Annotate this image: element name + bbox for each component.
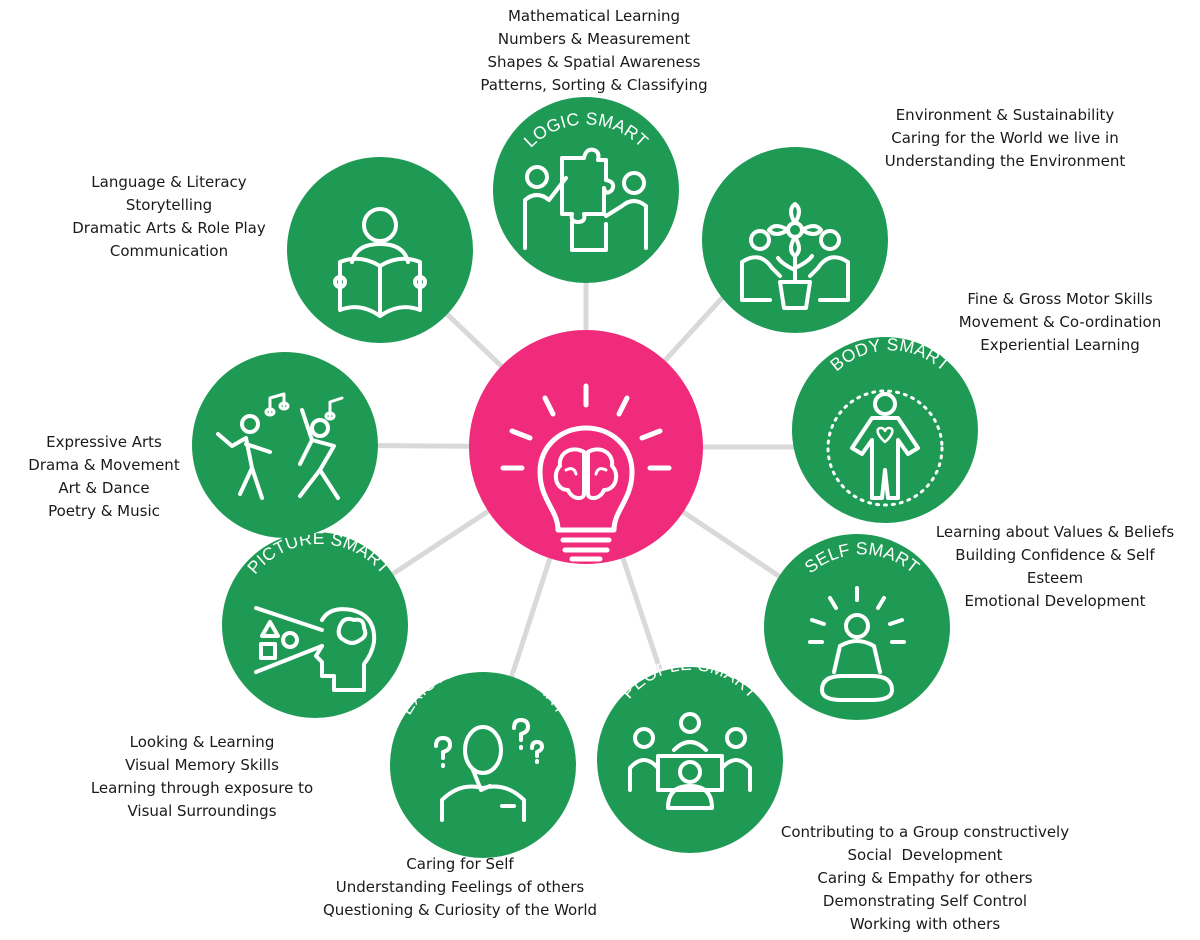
desc-line: Caring for the World we live in <box>891 129 1119 147</box>
desc-line: Esteem <box>1026 569 1084 587</box>
desc-line: Visual Memory Skills <box>125 756 279 774</box>
desc-body: Fine & Gross Motor Skills Movement & Co-… <box>930 288 1190 357</box>
desc-music: Expressive Arts Drama & Movement Art & D… <box>14 431 194 523</box>
desc-line: Understanding Feelings of others <box>335 878 585 896</box>
desc-line: Movement & Co-ordination <box>958 313 1162 331</box>
desc-line: Expressive Arts <box>46 433 162 451</box>
node-music: MUSIC SMART <box>192 318 378 538</box>
desc-line: Poetry & Music <box>48 502 160 520</box>
desc-line: Building Confidence & Self <box>955 546 1155 564</box>
desc-line: Language & Literacy <box>91 173 247 191</box>
node-existential: EXISTENTIAL SMART <box>390 655 576 858</box>
desc-line: Looking & Learning <box>129 733 275 751</box>
node-self: SELF SMART <box>764 534 950 720</box>
desc-line: Communication <box>109 242 229 260</box>
lightbulb-brain-icon <box>500 383 672 562</box>
reading-book-icon <box>333 207 427 318</box>
visual-head-icon <box>254 606 377 692</box>
desc-line: Dramatic Arts & Role Play <box>72 219 266 237</box>
node-circle-word <box>287 157 473 343</box>
node-circle-logic <box>493 97 679 283</box>
desc-line: Environment & Sustainability <box>895 106 1115 124</box>
node-circle-picture <box>222 532 408 718</box>
desc-line: Social Development <box>847 846 1003 864</box>
body-heart-icon <box>826 389 944 507</box>
puzzle-people-icon <box>523 147 648 252</box>
node-circle-existential <box>390 672 576 858</box>
desc-word: Language & Literacy Storytelling Dramati… <box>52 171 286 263</box>
desc-line: Understanding the Environment <box>884 152 1126 170</box>
node-word: WORD SMART <box>287 134 473 343</box>
desc-existential: Caring for Self Understanding Feelings o… <box>300 853 620 922</box>
desc-line: Patterns, Sorting & Classifying <box>480 76 708 94</box>
desc-line: Drama & Movement <box>28 456 180 474</box>
plant-growing-icon <box>740 202 850 310</box>
desc-line: Caring & Empathy for others <box>817 869 1033 887</box>
desc-line: Fine & Gross Motor Skills <box>967 290 1153 308</box>
desc-line: Questioning & Curiosity of the World <box>322 901 598 919</box>
desc-line: Mathematical Learning <box>507 7 681 25</box>
dancing-music-icon <box>216 392 344 500</box>
desc-picture: Looking & Learning Visual Memory Skills … <box>68 731 336 823</box>
group-meeting-icon <box>628 712 752 810</box>
desc-line: Contributing to a Group constructively <box>780 823 1070 841</box>
desc-line: Working with others <box>849 915 1001 933</box>
desc-line: Experiential Learning <box>980 336 1140 354</box>
node-picture: PICTURE SMART <box>222 528 408 718</box>
desc-people: Contributing to a Group constructively S… <box>755 821 1095 936</box>
desc-nature: Environment & Sustainability Caring for … <box>855 104 1155 173</box>
desc-line: Shapes & Spatial Awareness <box>487 53 701 71</box>
desc-line: Learning through exposure to <box>90 779 314 797</box>
desc-line: Art & Dance <box>58 479 150 497</box>
node-circle-self <box>764 534 950 720</box>
node-circle-music <box>192 352 378 538</box>
center-circle <box>469 330 703 564</box>
desc-line: Learning about Values & Beliefs <box>935 523 1175 541</box>
desc-self: Learning about Values & Beliefs Building… <box>915 521 1195 613</box>
desc-line: Visual Surroundings <box>127 802 277 820</box>
desc-line: Demonstrating Self Control <box>822 892 1028 910</box>
meditation-icon <box>808 586 906 702</box>
center-node <box>469 330 703 564</box>
desc-line: Storytelling <box>125 196 213 214</box>
node-logic: LOGIC SMART <box>493 97 679 283</box>
desc-line: Emotional Development <box>964 592 1146 610</box>
desc-line: Numbers & Measurement <box>497 30 691 48</box>
node-body: BODY SMART <box>792 334 978 523</box>
thinking-person-icon <box>434 718 544 822</box>
desc-line: Caring for Self <box>406 855 514 873</box>
desc-logic: Mathematical Learning Numbers & Measurem… <box>434 5 754 97</box>
